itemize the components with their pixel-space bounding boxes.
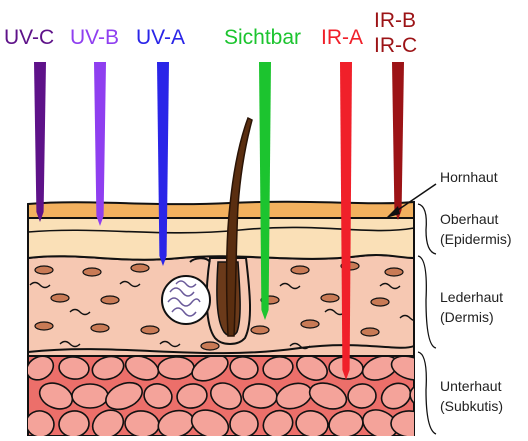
- dermis-fiber: [91, 324, 109, 332]
- dermis-fiber: [371, 298, 389, 306]
- dermis-fiber: [291, 266, 309, 274]
- bracket-icon: [418, 352, 436, 434]
- hornhaut-layer: [28, 202, 414, 218]
- ray-irbc: [392, 62, 404, 220]
- label-hornhaut: Hornhaut: [440, 169, 498, 185]
- fat-cell: [230, 411, 259, 436]
- ray-uvc: [34, 62, 46, 222]
- dermis-fiber: [131, 264, 149, 272]
- label-unterhaut: Unterhaut: [440, 378, 502, 394]
- dermis-fiber: [251, 326, 269, 334]
- dermis-fiber: [83, 268, 101, 276]
- label-subkutis: (Subkutis): [440, 398, 503, 414]
- label-visible: Sichtbar: [224, 26, 301, 49]
- fat-cell: [72, 384, 108, 408]
- fat-cell: [158, 356, 195, 379]
- dermis-fiber: [141, 326, 159, 334]
- dermis-fiber: [51, 294, 69, 302]
- fat-cell: [390, 410, 429, 436]
- label-lederhaut: Lederhaut: [440, 289, 503, 305]
- ray-uvb: [94, 62, 106, 226]
- label-irc: IR-C: [374, 34, 417, 57]
- dermis-fiber: [101, 296, 119, 304]
- dermis-fiber: [201, 342, 219, 350]
- radiation-labels: UV-C UV-B UV-A Sichtbar IR-A IR-B IR-C: [4, 9, 417, 57]
- dermis-fiber: [385, 268, 403, 276]
- label-irb: IR-B: [374, 9, 416, 32]
- label-dermis: (Dermis): [440, 309, 494, 325]
- label-oberhaut: Oberhaut: [440, 211, 498, 227]
- dermis-fiber: [35, 322, 53, 330]
- label-uvc: UV-C: [4, 26, 54, 49]
- bracket-icon: [418, 256, 436, 348]
- label-uvb: UV-B: [70, 26, 119, 49]
- sweat-gland-icon: [162, 276, 210, 324]
- epidermis-layer: [28, 218, 414, 260]
- dermis-fiber: [301, 320, 319, 328]
- dermis-fiber: [361, 328, 379, 336]
- dermis-fiber: [321, 294, 339, 302]
- bracket-icon: [418, 204, 436, 254]
- label-ira: IR-A: [321, 26, 363, 49]
- label-uva: UV-A: [136, 26, 185, 49]
- label-epidermis: (Epidermis): [440, 231, 512, 247]
- dermis-fiber: [35, 266, 53, 274]
